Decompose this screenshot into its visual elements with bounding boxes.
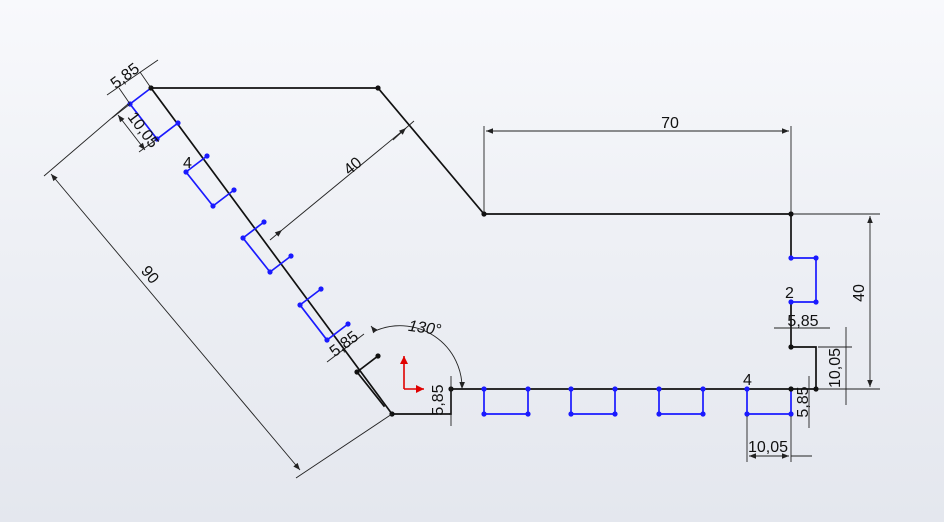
dimension-slot-base: 5,85 bbox=[430, 376, 452, 426]
slot-points bbox=[127, 101, 819, 417]
right-slot-1 bbox=[791, 257, 817, 303]
dim-arm-width-label[interactable]: 40 bbox=[341, 154, 366, 179]
dim-slot-width-right-label[interactable]: 5,85 bbox=[787, 313, 818, 330]
outer-edge-right-lower bbox=[790, 346, 817, 390]
dim-right-height-label[interactable]: 40 bbox=[851, 284, 868, 302]
arm-slot-count-label[interactable]: 4 bbox=[183, 155, 192, 172]
base-slot-4 bbox=[746, 389, 792, 415]
dimension-arm-length: 90 bbox=[43, 103, 393, 479]
dimension-angle: 130° bbox=[370, 318, 465, 390]
dimension-slot-bottom-right: 5,85 10,05 bbox=[746, 376, 812, 462]
dim-slot-length-bottom-right-label[interactable]: 10,05 bbox=[748, 439, 788, 456]
dim-arm-length-label[interactable]: 90 bbox=[137, 263, 162, 288]
sketch-points bbox=[148, 85, 819, 417]
outer-edge-arm-lower bbox=[149, 86, 452, 415]
dim-angle-label[interactable]: 130° bbox=[407, 318, 443, 340]
dim-top-width-label[interactable]: 70 bbox=[661, 115, 679, 132]
right-slot-count-label[interactable]: 2 bbox=[785, 285, 794, 302]
dim-slot-length-right-label[interactable]: 10,05 bbox=[827, 348, 844, 388]
base-slot-1 bbox=[483, 389, 529, 415]
dimension-arm-width: 40 bbox=[269, 120, 415, 241]
origin-axes bbox=[400, 356, 424, 393]
dimension-top-width: 70 bbox=[483, 115, 792, 212]
right-slots bbox=[790, 257, 817, 348]
arm-slot-4 bbox=[298, 288, 349, 342]
arm-slots bbox=[128, 87, 386, 408]
dimension-slot-top: 5,85 10,05 bbox=[106, 59, 161, 153]
base-slots bbox=[483, 389, 792, 415]
bottom-slot-count-label[interactable]: 4 bbox=[743, 372, 752, 389]
dim-slot-width-bottom-right-label[interactable]: 5,85 bbox=[795, 386, 812, 417]
arm-slot-2 bbox=[184, 155, 235, 208]
dimension-slot-right: 5,85 10,05 bbox=[774, 313, 852, 405]
arm-slot-3 bbox=[241, 221, 292, 274]
base-slot-3 bbox=[658, 389, 704, 415]
dim-slot-width-base-label[interactable]: 5,85 bbox=[430, 384, 447, 415]
profile-outline bbox=[149, 86, 817, 415]
dim-slot-width-top-label[interactable]: 5,85 bbox=[108, 60, 143, 92]
outer-edge-top bbox=[150, 87, 792, 215]
base-slot-2 bbox=[570, 389, 616, 415]
